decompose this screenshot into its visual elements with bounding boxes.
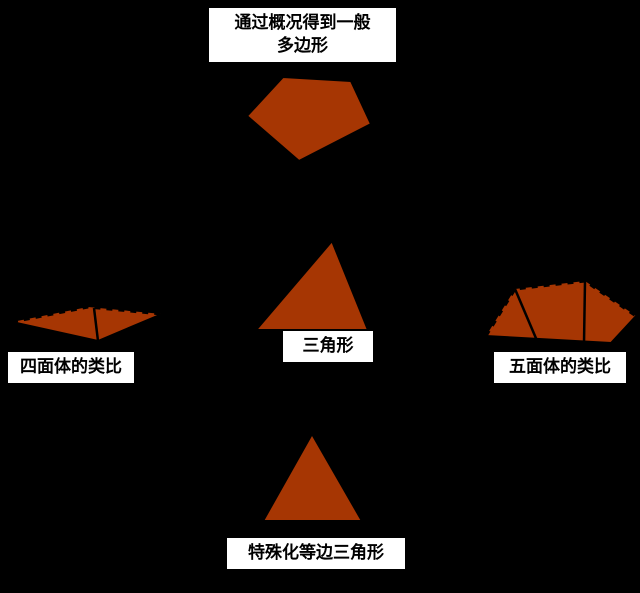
pentahedron-analogy-label: 五面体的类比 [494,352,626,383]
pentahedron-interior-edge-left [513,288,540,344]
triangle-label: 三角形 [283,331,373,362]
tetrahedron-analogy-label: 四面体的类比 [8,352,134,383]
equilateral-triangle-shape-group [261,431,364,522]
generalize-label-line2: 多边形 [277,35,328,55]
pentahedron-shape-group [484,279,637,345]
pentahedron-front-edges [485,315,637,345]
pentagon-shape [245,75,373,163]
specialize-label: 特殊化等边三角形 [227,538,405,569]
pentahedron-interior-edge-right [582,280,587,344]
triangle-shape [253,239,370,331]
generalize-label: 通过概况得到一般 多边形 [209,8,396,62]
tetrahedron-shape-group [11,305,163,343]
pentagon-shape-group [245,75,373,163]
equilateral-triangle-shape [261,431,364,522]
tetrahedron-hidden-edges [11,305,163,324]
pentahedron-hidden-edges [484,279,637,337]
pentahedron-shape [486,281,636,343]
tetrahedron-interior-edge [92,307,100,342]
triangle-shape-group [253,239,370,331]
generalize-label-line1: 通过概况得到一般 [234,13,371,32]
